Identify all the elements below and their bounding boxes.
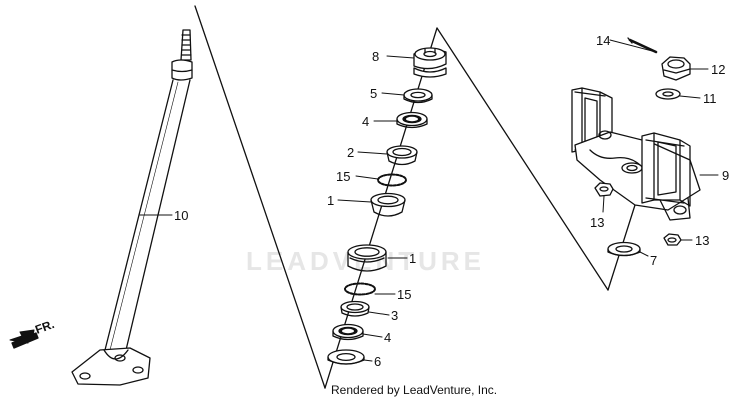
castle-nut-part-12	[661, 56, 691, 81]
callout-6: 6	[374, 354, 381, 369]
bracket-part-9	[571, 87, 701, 221]
washer-part-7	[607, 241, 641, 257]
callout-10: 10	[174, 208, 188, 223]
callout-1-lower: 1	[409, 251, 416, 266]
leader-lines	[139, 39, 719, 362]
dust-seal-part-4-upper	[396, 111, 428, 129]
callout-12: 12	[711, 62, 725, 77]
washer-part-11	[655, 88, 681, 100]
callout-2: 2	[347, 145, 354, 160]
callout-11: 11	[703, 91, 717, 106]
callout-3: 3	[391, 308, 398, 323]
callout-15-upper: 15	[336, 169, 350, 184]
front-direction-label: FR.	[33, 317, 56, 337]
top-cone-race-part-1-upper	[370, 192, 406, 217]
callout-14: 14	[596, 33, 610, 48]
callout-13-upper: 13	[590, 215, 604, 230]
dust-seal-part-4-lower	[332, 323, 364, 341]
callout-8: 8	[372, 49, 379, 64]
steel-balls-part-15-lower	[344, 282, 376, 296]
cotter-pin-part-14	[627, 37, 658, 54]
callout-5: 5	[370, 86, 377, 101]
washer-part-6	[327, 349, 365, 365]
lower-race-part-3	[340, 300, 370, 317]
nut-part-13-lower	[663, 233, 682, 246]
washer-part-5	[403, 88, 433, 104]
callout-15-lower: 15	[397, 287, 411, 302]
callout-9: 9	[722, 168, 729, 183]
callout-4-upper: 4	[362, 114, 369, 129]
callout-13-lower: 13	[695, 233, 709, 248]
callout-4-lower: 4	[384, 330, 391, 345]
credit-text: Rendered by LeadVenture, Inc.	[331, 383, 498, 397]
upper-race-part-2	[386, 145, 418, 166]
steel-balls-part-15-upper	[377, 173, 407, 187]
nut-part-13-upper	[594, 182, 614, 197]
callout-1-upper: 1	[327, 193, 334, 208]
callout-7: 7	[650, 253, 657, 268]
front-direction-arrow: FR.	[9, 317, 56, 349]
adjusting-nut-part-8	[413, 47, 447, 78]
callout-labels: 8 5 4 2 15 1 1 15 3 4 6 10 14 12 11 9 13…	[174, 33, 729, 369]
bottom-cone-race-part-1-lower	[347, 244, 387, 272]
